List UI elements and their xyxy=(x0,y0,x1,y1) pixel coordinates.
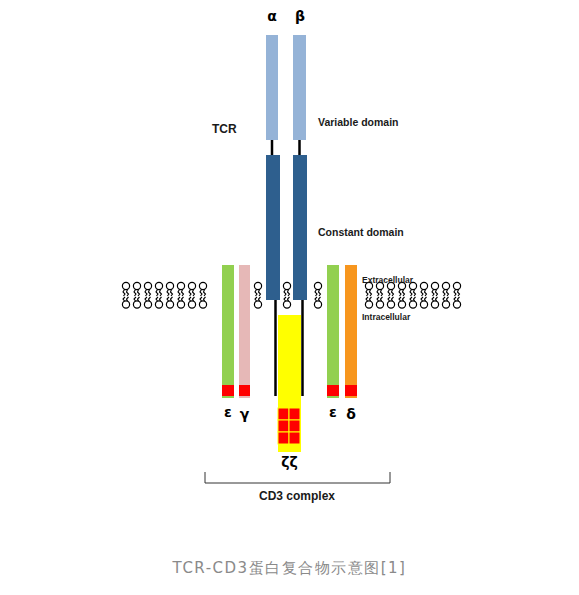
variable-domain xyxy=(293,35,306,140)
region-label: Intracellular xyxy=(362,312,410,322)
lipid xyxy=(453,282,460,308)
lipid xyxy=(254,282,261,308)
hinge xyxy=(298,140,301,155)
cd3-epsilon xyxy=(327,265,339,398)
lipid xyxy=(376,282,383,308)
lipid xyxy=(122,282,129,308)
itam xyxy=(278,408,289,420)
itam xyxy=(278,432,289,444)
protein-chain: ζζ xyxy=(272,315,307,470)
variable-domain xyxy=(266,35,278,140)
zeta-chain xyxy=(278,315,301,452)
lipid xyxy=(387,282,394,308)
protein-chain: α xyxy=(262,8,282,300)
domain-label: Variable domain xyxy=(318,116,399,128)
cd3-gamma xyxy=(239,265,250,398)
constant-domain xyxy=(293,155,307,300)
lipid xyxy=(314,282,321,308)
lipid xyxy=(365,282,372,308)
itam xyxy=(289,432,300,444)
lipid xyxy=(431,282,438,308)
lipid xyxy=(155,282,162,308)
hinge xyxy=(271,140,274,155)
lipid xyxy=(177,282,184,308)
lipid xyxy=(188,282,195,308)
bracket xyxy=(205,472,390,483)
tcr-alpha-tail xyxy=(274,298,277,396)
figure-caption: TCR-CD3蛋白复合物示意图[1] xyxy=(0,559,579,578)
chain-label: γ xyxy=(225,406,264,422)
itam xyxy=(289,420,300,432)
itam xyxy=(327,385,339,396)
itam xyxy=(345,385,357,396)
region-label: Extracellular xyxy=(362,275,413,285)
lipid xyxy=(409,282,416,308)
lipid xyxy=(166,282,173,308)
itam xyxy=(289,408,300,420)
chain-label: ζζ xyxy=(262,454,317,470)
itam-motifs xyxy=(278,408,300,444)
itam xyxy=(239,385,250,396)
lipid xyxy=(420,282,427,308)
protein-chain: ε xyxy=(218,265,238,420)
chain-label: β xyxy=(280,8,320,24)
chain-label: α xyxy=(252,8,292,24)
protein-chain: γ xyxy=(235,265,254,422)
molecule-name: TCR xyxy=(212,122,237,136)
lipid xyxy=(199,282,206,308)
constant-domain xyxy=(266,155,280,300)
protein-chain: δ xyxy=(341,265,361,422)
lipid-bilayer xyxy=(122,282,460,308)
chain-label: δ xyxy=(331,406,371,422)
lipid xyxy=(144,282,151,308)
lipid xyxy=(442,282,449,308)
lipid xyxy=(283,282,290,308)
domain-label: Constant domain xyxy=(318,226,404,238)
lipid xyxy=(398,282,405,308)
itam xyxy=(278,420,289,432)
protein-chain: β xyxy=(290,8,310,300)
cd3-epsilon xyxy=(222,265,234,398)
lipid xyxy=(133,282,140,308)
protein-chain: ε xyxy=(323,265,343,420)
itam xyxy=(222,385,234,396)
complex-label: CD3 complex xyxy=(259,489,335,503)
cd3-delta xyxy=(345,265,357,398)
tcr-beta-tail xyxy=(301,298,304,396)
